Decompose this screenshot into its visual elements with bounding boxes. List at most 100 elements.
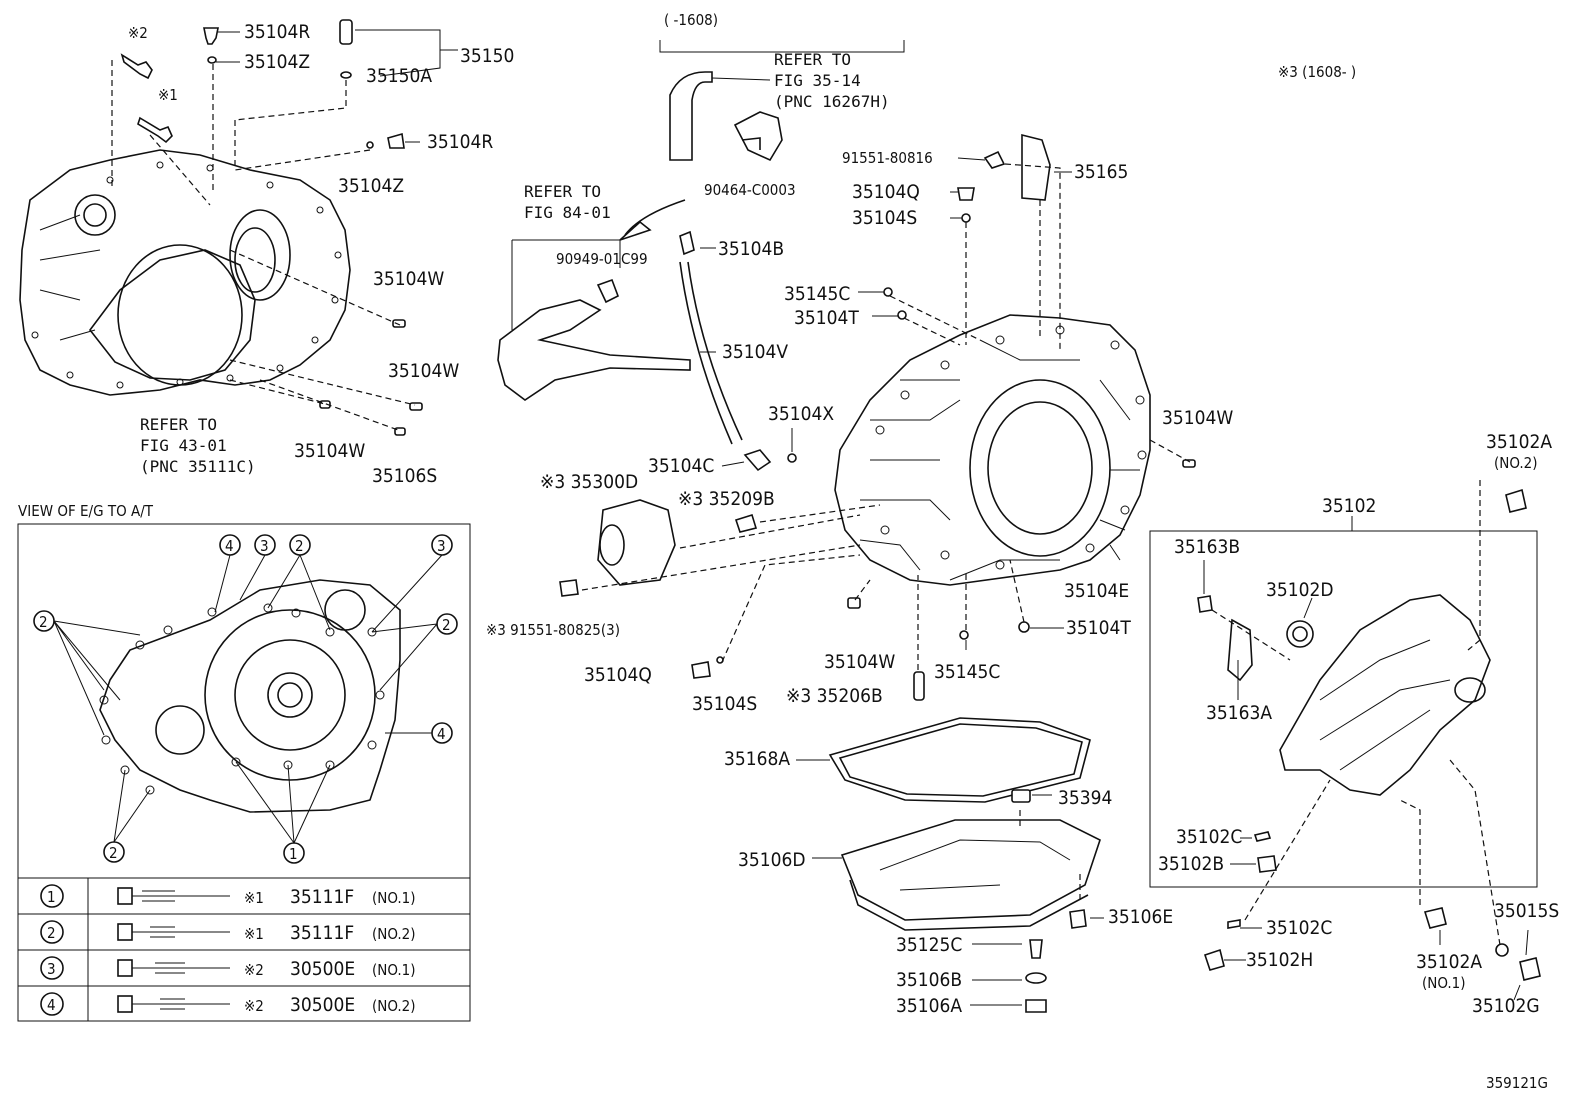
- label-35300D: ※3 35300D: [540, 471, 638, 493]
- svg-text:(NO.1): (NO.1): [372, 889, 416, 907]
- svg-text:2: 2: [109, 844, 118, 862]
- label-35150A: 35150A: [366, 65, 432, 87]
- label-35104C: 35104C: [648, 455, 714, 477]
- figure-id: 359121G: [1486, 1074, 1548, 1092]
- parts-around-case: [559, 133, 1196, 701]
- svg-text:4: 4: [437, 725, 446, 743]
- ref-fig35-l2: FIG 35-14: [774, 71, 861, 90]
- svg-text:1: 1: [289, 845, 298, 863]
- label-35104E: 35104E: [1064, 580, 1129, 602]
- note-mark1: ※1: [158, 86, 178, 104]
- bolt-table-row: 1 ※1 35111F (NO.1): [40, 884, 416, 908]
- label-35104W-b: 35104W: [388, 360, 459, 382]
- view-callouts: 4 3 2 3 2 2 4 2 1: [33, 534, 458, 864]
- ref-fig84-l2: FIG 84-01: [524, 203, 611, 222]
- label-35104W-c: 35104W: [294, 440, 365, 462]
- label-35104R-a: 35104R: [244, 21, 310, 43]
- bolts-top-left: [120, 19, 423, 436]
- range-mark3: ※3 (1608- ): [1278, 63, 1356, 81]
- svg-text:1: 1: [47, 888, 56, 906]
- svg-text:35111F: 35111F: [290, 886, 354, 908]
- label-35145C-b: 35145C: [934, 661, 1000, 683]
- ref-fig43-l1: REFER TO: [140, 415, 217, 434]
- label-35106S: 35106S: [372, 465, 437, 487]
- label-35104R-b: 35104R: [427, 131, 493, 153]
- range-top: ( -1608): [664, 11, 718, 29]
- label-35104S-b: 35104S: [692, 693, 757, 715]
- view-label: VIEW OF E/G TO A/T: [18, 502, 154, 520]
- label-35102A-2: 35102A: [1486, 431, 1552, 453]
- leaders-case: [581, 157, 1191, 670]
- label-35104V: 35104V: [722, 341, 788, 363]
- label-35104Z-a: 35104Z: [244, 51, 310, 73]
- label-35145C-a: 35145C: [784, 283, 850, 305]
- label-35150: 35150: [460, 45, 514, 67]
- svg-text:2: 2: [442, 616, 451, 634]
- label-35104T-a: 35104T: [794, 307, 859, 329]
- label-35106A: 35106A: [896, 995, 962, 1017]
- label-35206B: ※3 35206B: [786, 685, 883, 707]
- label-no1: (NO.1): [1422, 974, 1466, 992]
- label-35209B: ※3 35209B: [678, 488, 775, 510]
- svg-text:(NO.2): (NO.2): [372, 925, 416, 943]
- label-35102H: 35102H: [1246, 949, 1313, 971]
- svg-text:30500E: 30500E: [290, 958, 355, 980]
- label-90949: 90949-01C99: [556, 250, 648, 268]
- label-35104W-e: 35104W: [824, 651, 895, 673]
- bolt-table-row: 3 ※2 30500E (NO.1): [40, 956, 416, 980]
- transaxle-case-drawing: [834, 314, 1151, 586]
- label-35125C: 35125C: [896, 934, 962, 956]
- label-91551-80825: ※3 91551-80825(3): [486, 621, 620, 639]
- svg-text:4: 4: [225, 537, 234, 555]
- label-35102C-a: 35102C: [1176, 826, 1242, 848]
- ref-fig84-l1: REFER TO: [524, 182, 601, 201]
- svg-text:※1: ※1: [244, 925, 264, 943]
- label-35104W-a: 35104W: [373, 268, 444, 290]
- label-35163A: 35163A: [1206, 702, 1272, 724]
- label-35104W-d: 35104W: [1162, 407, 1233, 429]
- label-35102D: 35102D: [1266, 579, 1334, 601]
- callout-labels: ※2 ※1 35104R 35104Z 35150 35150A 35104R …: [128, 11, 1559, 1092]
- ref-fig35-l3: (PNC 16267H): [774, 92, 890, 111]
- svg-text:35111F: 35111F: [290, 922, 354, 944]
- label-35106B: 35106B: [896, 969, 962, 991]
- label-35102: 35102: [1322, 495, 1376, 517]
- leaders-top-left: [111, 29, 458, 431]
- svg-text:※1: ※1: [244, 889, 264, 907]
- label-35102A-1: 35102A: [1416, 951, 1482, 973]
- svg-text:4: 4: [47, 996, 56, 1014]
- ref-fig43-l3: (PNC 35111C): [140, 457, 256, 476]
- hose-bracket-drawing: [497, 40, 905, 472]
- label-35104T-b: 35104T: [1066, 617, 1131, 639]
- view-eg-to-at: VIEW OF E/G TO A/T 4 3 2 3 2 2: [17, 502, 471, 1022]
- svg-text:2: 2: [39, 613, 48, 631]
- label-35015S: 35015S: [1494, 900, 1559, 922]
- svg-text:2: 2: [295, 537, 304, 555]
- svg-text:3: 3: [437, 537, 446, 555]
- note-mark2: ※2: [128, 24, 148, 42]
- svg-text:3: 3: [260, 537, 269, 555]
- label-35168A: 35168A: [724, 748, 790, 770]
- svg-text:2: 2: [47, 924, 56, 942]
- label-35104Z-b: 35104Z: [338, 175, 404, 197]
- transaxle-housing-drawing: [19, 149, 351, 396]
- bolt-table: 1 ※1 35111F (NO.1) 2 ※1 35111F (NO.2) 3 …: [40, 884, 416, 1016]
- bolt-table-row: 4 ※2 30500E (NO.2): [40, 992, 416, 1016]
- ref-fig43-l2: FIG 43-01: [140, 436, 227, 455]
- extension-housing-drawing: [1149, 480, 1541, 1001]
- label-35102B: 35102B: [1158, 853, 1224, 875]
- svg-text:(NO.2): (NO.2): [372, 997, 416, 1015]
- label-35104S-a: 35104S: [852, 207, 917, 229]
- svg-text:(NO.1): (NO.1): [372, 961, 416, 979]
- oil-pan-drawing: [796, 717, 1104, 1013]
- svg-text:※2: ※2: [244, 961, 264, 979]
- label-35394: 35394: [1058, 787, 1112, 809]
- label-35106E: 35106E: [1108, 906, 1173, 928]
- svg-text:3: 3: [47, 960, 56, 978]
- ref-fig35-l1: REFER TO: [774, 50, 851, 69]
- bolt-table-row: 2 ※1 35111F (NO.2): [40, 920, 416, 944]
- label-35165: 35165: [1074, 161, 1128, 183]
- label-35104B: 35104B: [718, 238, 784, 260]
- label-35102G: 35102G: [1472, 995, 1540, 1017]
